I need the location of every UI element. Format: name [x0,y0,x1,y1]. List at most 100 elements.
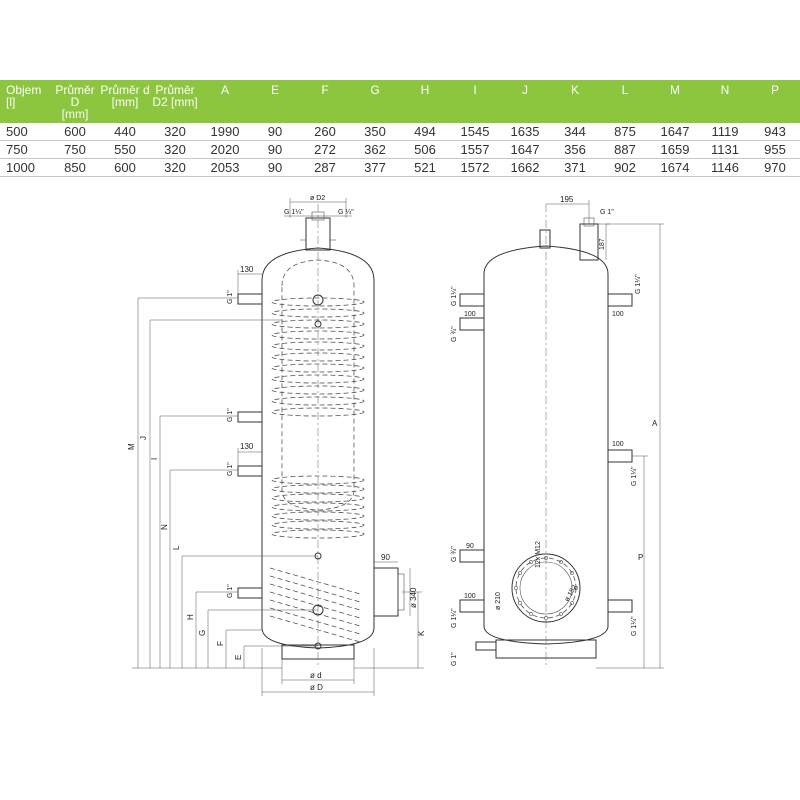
side-dim-195: 195 [560,195,574,204]
table-cell: 1990 [200,123,250,141]
front-dim-130-top: 130 [240,265,254,274]
side-d100-b: 100 [464,593,476,600]
side-g34-b: G ¾" [451,546,458,562]
table-cell: 1659 [650,140,700,159]
side-top-stub [539,229,551,249]
side-dim-187: 187 [599,238,606,250]
table-cell: 955 [750,140,800,159]
side-g114-e: G 1¼" [631,616,638,636]
column-header: M [650,80,700,123]
table-cell: 371 [550,158,600,177]
table-cell: 1647 [500,140,550,159]
front-upper-coil [271,297,365,417]
table-cell: 550 [100,140,150,159]
column-header: I [450,80,500,123]
table-cell: 377 [350,158,400,177]
front-connection-upper [312,294,324,306]
front-d-small: ø d [310,671,322,680]
front-top-conn-left: G 1¼" [284,209,304,216]
table-cell: 260 [300,123,350,141]
table-cell: 887 [600,140,650,159]
front-dim-N: N [160,524,169,530]
side-top-pipe [579,223,599,261]
table-cell: 320 [150,140,200,159]
table-cell: 600 [50,123,100,141]
column-header: K [550,80,600,123]
side-g114-b: G 1¼" [451,608,458,628]
front-tank-shell [261,247,375,649]
side-tank-shell [483,245,609,645]
side-g114-c: G 1¼" [635,274,642,294]
side-flange-d: ø 210 [495,592,502,610]
column-header: Průměr d[mm] [100,80,150,123]
column-header: P [750,80,800,123]
column-header: Průměr D[mm] [50,80,100,123]
side-flange-bolts [514,556,578,620]
side-g1-bottom: G 1" [451,652,458,666]
side-d100-c: 100 [612,311,624,318]
table-cell: 1647 [650,123,700,141]
table-cell: 440 [100,123,150,141]
front-g1-d: G 1" [227,584,234,598]
table-cell: 90 [250,140,300,159]
front-top-nozzle [305,217,331,251]
column-header: F [300,80,350,123]
column-header: N [700,80,750,123]
table-cell: 1131 [700,140,750,159]
side-d100-a: 100 [464,311,476,318]
column-header: Objem [l] [0,80,50,123]
side-flange-pc: ø 182 [564,584,579,603]
side-view: 195 G 1" 187 G 1¼" G ¾" 100 G ¾" 90 G 1¼… [451,195,664,669]
table-cell: 500 [0,123,50,141]
front-lower-coil [269,475,365,643]
table-cell: 521 [400,158,450,177]
table-cell: 362 [350,140,400,159]
front-dim-M: M [127,443,136,450]
side-dim-A: A [652,419,658,428]
table-cell: 1119 [700,123,750,141]
side-d100-d: 100 [612,441,624,448]
front-dim-G: G [198,630,207,636]
table-cell: 494 [400,123,450,141]
table-cell: 902 [600,158,650,177]
column-header: L [600,80,650,123]
side-flange-bolts-label: 12x M12 [535,541,542,568]
column-header: H [400,80,450,123]
table-cell: 90 [250,123,300,141]
side-flange-outer [511,553,581,623]
front-flange [373,567,399,617]
table-cell: 850 [50,158,100,177]
front-dim-F: F [216,641,225,646]
front-dim-J: J [139,436,148,440]
table-cell: 1000 [0,158,50,177]
front-dim-K: K [417,630,426,636]
table-cell: 2053 [200,158,250,177]
front-g1-b: G 1" [227,408,234,422]
side-g114-a: G 1¼" [451,286,458,306]
table-cell: 344 [550,123,600,141]
front-dim-I: I [150,458,159,460]
table-cell: 600 [100,158,150,177]
table-cell: 272 [300,140,350,159]
column-header: G [350,80,400,123]
front-d-big: ø D [310,683,323,692]
table-cell: 1635 [500,123,550,141]
side-g114-d: G 1¼" [631,466,638,486]
front-connection-upper-b [314,320,322,328]
table-cell: 320 [150,158,200,177]
front-d2-label: ø D2 [310,195,325,202]
table-cell: 1146 [700,158,750,177]
table-cell: 287 [300,158,350,177]
tank-technical-drawing: ø D2 G 1¼" G ¼" 130 130 G 1" G 1" G 1" G… [127,195,664,696]
table-cell: 1662 [500,158,550,177]
side-g34-a: G ¾" [451,326,458,342]
table-cell: 750 [50,140,100,159]
side-d90: 90 [466,543,474,550]
side-dim-P: P [638,553,643,562]
